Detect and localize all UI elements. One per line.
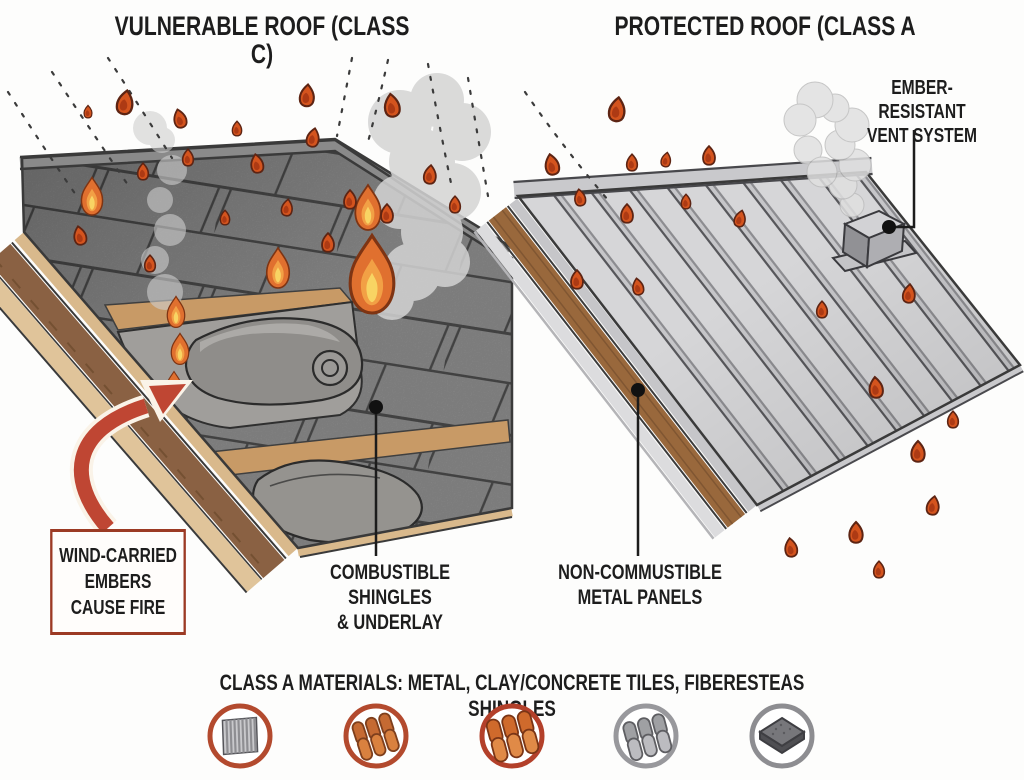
combustible-shingles-label: COMBUSTIBLE SHINGLES & UNDERLAY bbox=[293, 560, 486, 636]
panels-label-line1: NON-COMMUSTIBLE bbox=[558, 561, 722, 584]
red-ember-arrow bbox=[69, 380, 193, 536]
leader-dot bbox=[631, 383, 645, 397]
clay-barrel-tiles-icon bbox=[342, 702, 410, 770]
protected-roof-illustration bbox=[473, 81, 1024, 579]
leader-lines bbox=[369, 130, 916, 556]
concrete-s-tiles-icon bbox=[612, 702, 680, 770]
vent-system-label: EMBER-RESISTANT VENT SYSTEM bbox=[852, 76, 992, 148]
corrugated-metal-icon bbox=[206, 702, 274, 770]
panels-label-line2: METAL PANELS bbox=[577, 586, 703, 610]
callout-line1: WIND-CARRIED bbox=[59, 545, 177, 567]
leader-dot bbox=[882, 220, 896, 234]
fiberglass-shingle-icon bbox=[748, 702, 816, 770]
shingles-label-line1: COMBUSTIBLE SHINGLES bbox=[329, 561, 451, 610]
ember-trajectory-dashes bbox=[523, 90, 610, 202]
embers-callout-box: WIND-CARRIED EMBERS CAUSE FIRE bbox=[50, 529, 186, 635]
roof-outline bbox=[20, 138, 514, 550]
vent-label-line1: EMBER-RESISTANT bbox=[878, 77, 966, 123]
metal-roof-edge-layers bbox=[473, 198, 1024, 540]
callout-line3: CAUSE FIRE bbox=[70, 597, 166, 619]
right-panel-title: PROTECTED ROOF (CLASS A bbox=[614, 11, 916, 41]
vent-smoke-plume bbox=[783, 81, 872, 218]
metal-roof-outline bbox=[515, 170, 1022, 507]
vent-box bbox=[831, 209, 918, 273]
vent-label-line2: VENT SYSTEM bbox=[866, 125, 978, 147]
smoke-cloud bbox=[368, 73, 491, 320]
leader-dot bbox=[369, 400, 383, 414]
shingles-label-line2: & UNDERLAY bbox=[337, 611, 443, 635]
left-panel-title: VULNERABLE ROOF (CLASS C) bbox=[114, 11, 410, 70]
vulnerable-roof-illustration bbox=[0, 56, 514, 594]
rolled-underlayment bbox=[184, 317, 364, 406]
metal-panels-label: NON-COMMUSTIBLE METAL PANELS bbox=[553, 560, 728, 610]
callout-line2: EMBERS bbox=[84, 571, 152, 593]
ember-trajectory-dashes bbox=[6, 56, 490, 200]
material-icons-row bbox=[0, 702, 1024, 774]
clay-roman-tiles-icon bbox=[478, 702, 546, 770]
